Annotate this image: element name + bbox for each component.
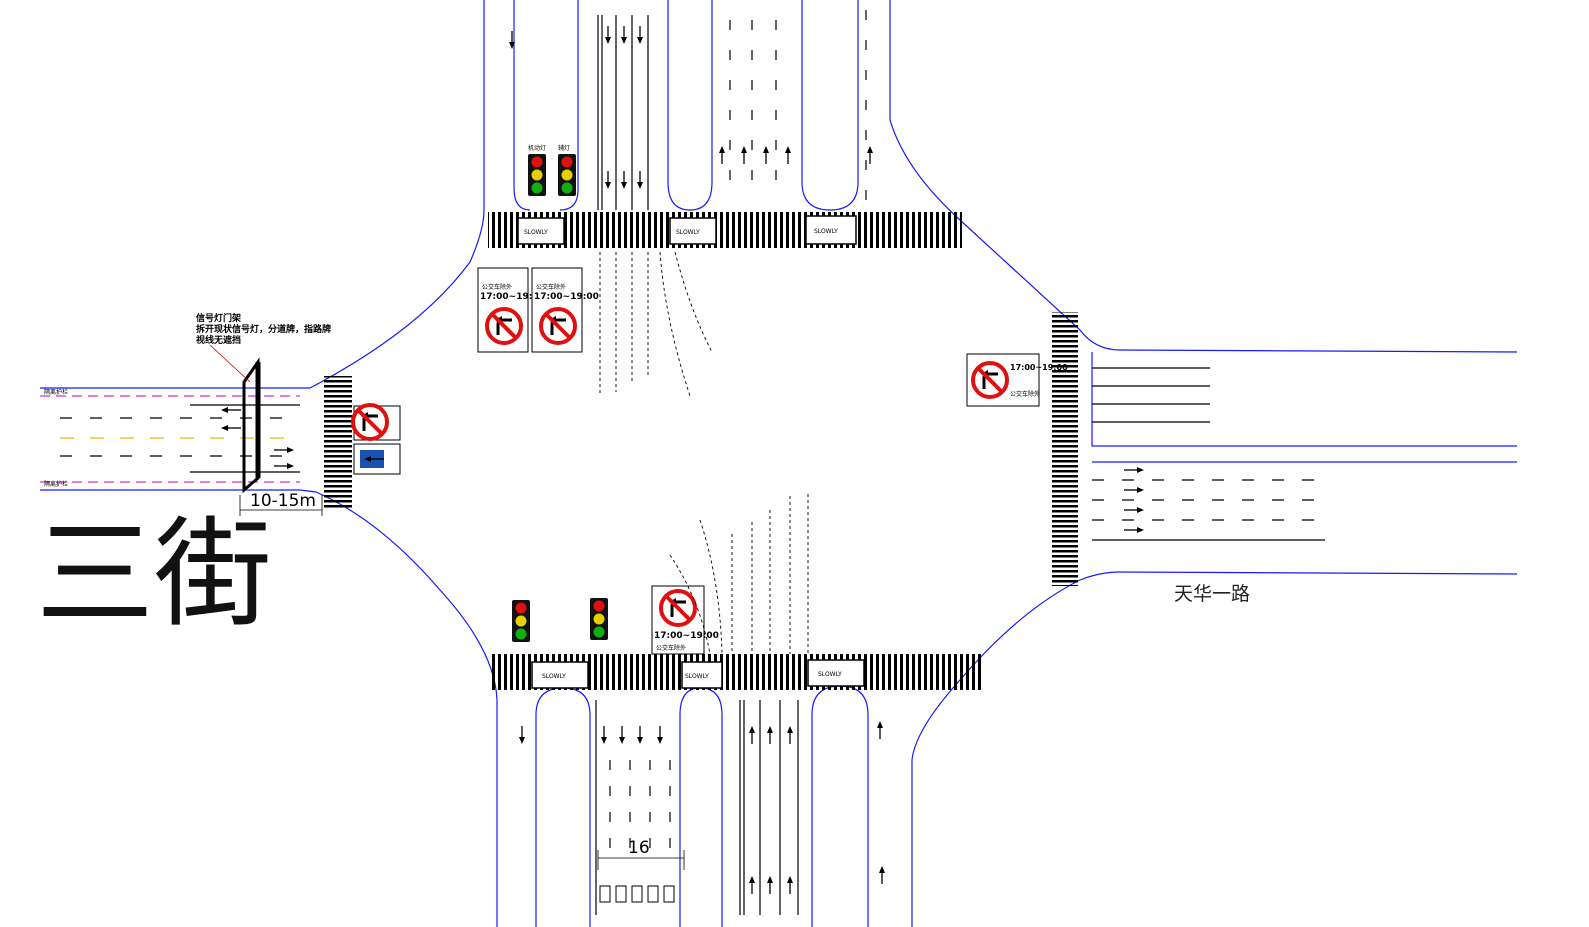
street-label-right: 天华一路: [1174, 583, 1250, 605]
west-lane-markings: [60, 404, 300, 473]
svg-text:SLOWLY: SLOWLY: [676, 229, 700, 236]
svg-text:公交车除外: 公交车除外: [482, 283, 512, 291]
west-signs: [351, 403, 401, 475]
annotation-line1: 信号灯门架: [196, 312, 241, 324]
north-lane-markings: [597, 10, 867, 210]
south-lane-text-marks: [599, 885, 675, 903]
street-label-left: 三街: [36, 505, 272, 643]
crosswalk-west: [324, 376, 352, 510]
south-lane-markings: [595, 700, 799, 915]
signal-label-north-right: 辅灯: [558, 144, 570, 152]
traffic-signal-north-left: 机动灯: [528, 144, 546, 196]
traffic-signal-south-right: [590, 598, 608, 640]
svg-text:17:00~19:00: 17:00~19:00: [1010, 363, 1068, 372]
crosswalk-plates: SLOWLY SLOWLY SLOWLY SLOWLY SLOWLY SLOWL…: [517, 215, 865, 689]
crosswalk-east: [1052, 312, 1078, 586]
west-dimension-text: 10-15m: [250, 491, 316, 511]
signal-label-north-left: 机动灯: [528, 144, 546, 152]
guardrail-label-top: 隔离护栏: [44, 388, 68, 396]
road-edges: [40, 0, 1518, 927]
svg-text:SLOWLY: SLOWLY: [685, 673, 709, 680]
no-left-turn-sign-1: 17:00~19:00 公交车除外: [477, 267, 545, 353]
svg-text:SLOWLY: SLOWLY: [818, 671, 842, 678]
svg-text:17:00~19:00: 17:00~19:00: [654, 631, 719, 641]
gantry-annotation: 信号灯门架 拆开现状信号灯，分道牌，指路牌 视线无遮挡: [196, 312, 331, 346]
annotation-line3: 视线无遮挡: [196, 334, 241, 346]
svg-text:公交车除外: 公交车除外: [656, 644, 686, 652]
south-dimension-text: 16: [628, 838, 650, 858]
south-waiting-zone: [669, 494, 809, 655]
annotation-line2: 拆开现状信号灯，分道牌，指路牌: [196, 323, 331, 335]
guardrail-label-bottom: 隔离护栏: [44, 480, 68, 488]
svg-text:SLOWLY: SLOWLY: [814, 228, 838, 235]
north-waiting-zone: [599, 251, 713, 397]
svg-text:公交车除外: 公交车除外: [536, 283, 566, 291]
east-lane-markings: [1092, 367, 1325, 541]
no-left-turn-sign-2: 17:00~19:00 公交车除外: [531, 267, 599, 353]
svg-text:SLOWLY: SLOWLY: [542, 673, 566, 680]
svg-text:SLOWLY: SLOWLY: [524, 229, 548, 236]
svg-text:17:00~19:00: 17:00~19:00: [534, 292, 599, 302]
south-lane-arrows: [518, 720, 886, 895]
west-dimension: 10-15m: [239, 491, 323, 516]
south-dimension: 16: [597, 838, 685, 870]
svg-text:17:00~19:00: 17:00~19:00: [480, 292, 545, 302]
svg-text:公交车除外: 公交车除外: [1010, 390, 1040, 398]
signal-gantry: [209, 344, 261, 494]
west-guardrails: 隔离护栏 隔离护栏: [40, 388, 300, 488]
no-left-turn-sign-south: 17:00~19:00 公交车除外: [651, 585, 719, 655]
crosswalk-north: [488, 212, 962, 248]
traffic-signal-south-left: [512, 600, 530, 642]
traffic-signal-north-right: 辅灯: [558, 144, 576, 196]
no-left-turn-sign-east: 17:00~19:00 公交车除外: [966, 353, 1068, 407]
